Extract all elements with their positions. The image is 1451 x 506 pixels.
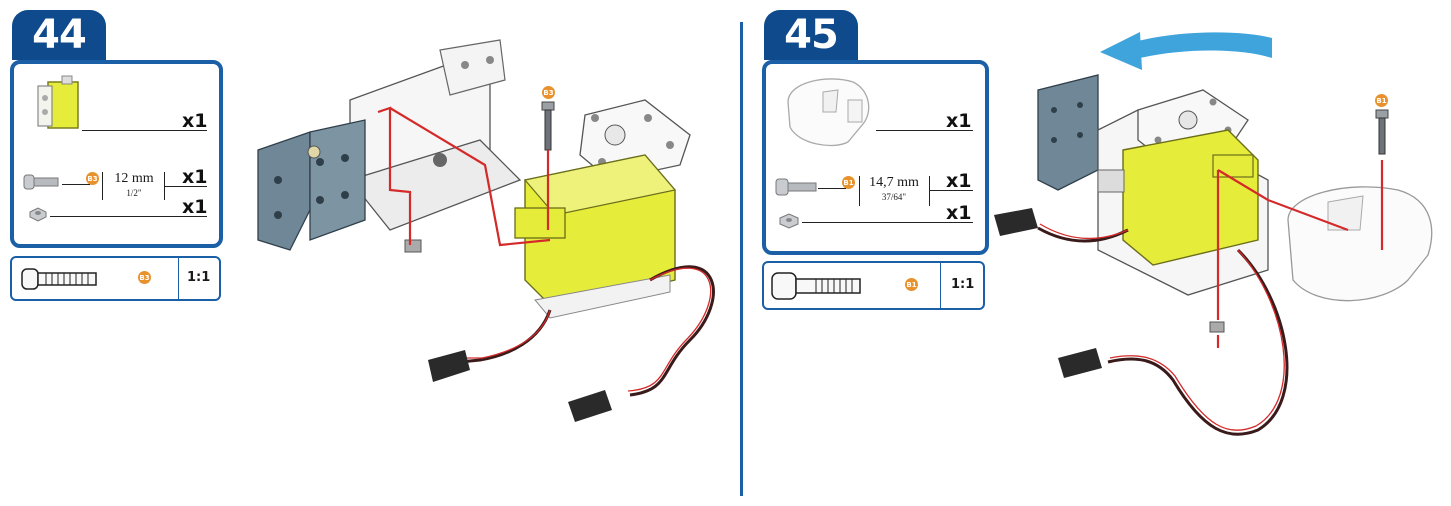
scale-reference-box: B1 1:1 (762, 261, 985, 310)
scale-marker: B1 (905, 278, 918, 291)
nut-part-icon (29, 207, 47, 222)
screw-scale-icon (771, 272, 861, 300)
screw-length-mm: 14,7 mm (869, 175, 919, 190)
step-divider (740, 22, 743, 496)
assembly-diagram-45 (994, 74, 1433, 436)
screw-part-icon (775, 178, 817, 196)
nut-part-icon (779, 213, 799, 229)
screw-length-inch: 1/2" (126, 188, 142, 198)
part-2-qty: x1 (182, 166, 208, 188)
diagram-screw-marker: B1 (1375, 94, 1388, 107)
scale-ratio: 1:1 (187, 270, 211, 285)
step-number-badge: 44 (12, 10, 106, 60)
part-2-qty: x1 (946, 170, 972, 192)
part-1-qty: x1 (946, 110, 972, 132)
rotation-arrow-icon (1100, 32, 1272, 70)
screw-part-icon (23, 174, 59, 190)
part-3-qty: x1 (946, 202, 972, 224)
servo-part-icon (37, 75, 79, 129)
step-number-badge: 45 (764, 10, 858, 60)
screw-scale-icon (21, 268, 97, 290)
part-3-qty: x1 (182, 196, 208, 218)
parts-list-box: x1 B3 12 mm 1/2" x1 x1 (10, 60, 223, 248)
screw-length-mm: 12 mm (114, 171, 154, 186)
horn-part-icon (787, 78, 870, 147)
assembly-diagram-44 (257, 39, 715, 422)
scale-marker: B3 (138, 271, 151, 284)
scale-ratio: 1:1 (951, 277, 975, 292)
scale-reference-box: B3 1:1 (10, 256, 221, 301)
step-45-panel: 45 x1 B1 14,7 mm 37/64" x1 x1 (748, 0, 1451, 506)
part-1-qty: x1 (182, 110, 208, 132)
parts-list-box: x1 B1 14,7 mm 37/64" x1 x1 (762, 60, 989, 255)
screw-marker: B1 (842, 176, 855, 189)
screw-marker: B3 (86, 172, 99, 185)
step-44-panel: 44 x1 B3 12 mm 1/2" x1 x1 (10, 10, 715, 422)
screw-length-inch: 37/64" (881, 192, 907, 202)
diagram-screw-marker: B3 (542, 86, 555, 99)
